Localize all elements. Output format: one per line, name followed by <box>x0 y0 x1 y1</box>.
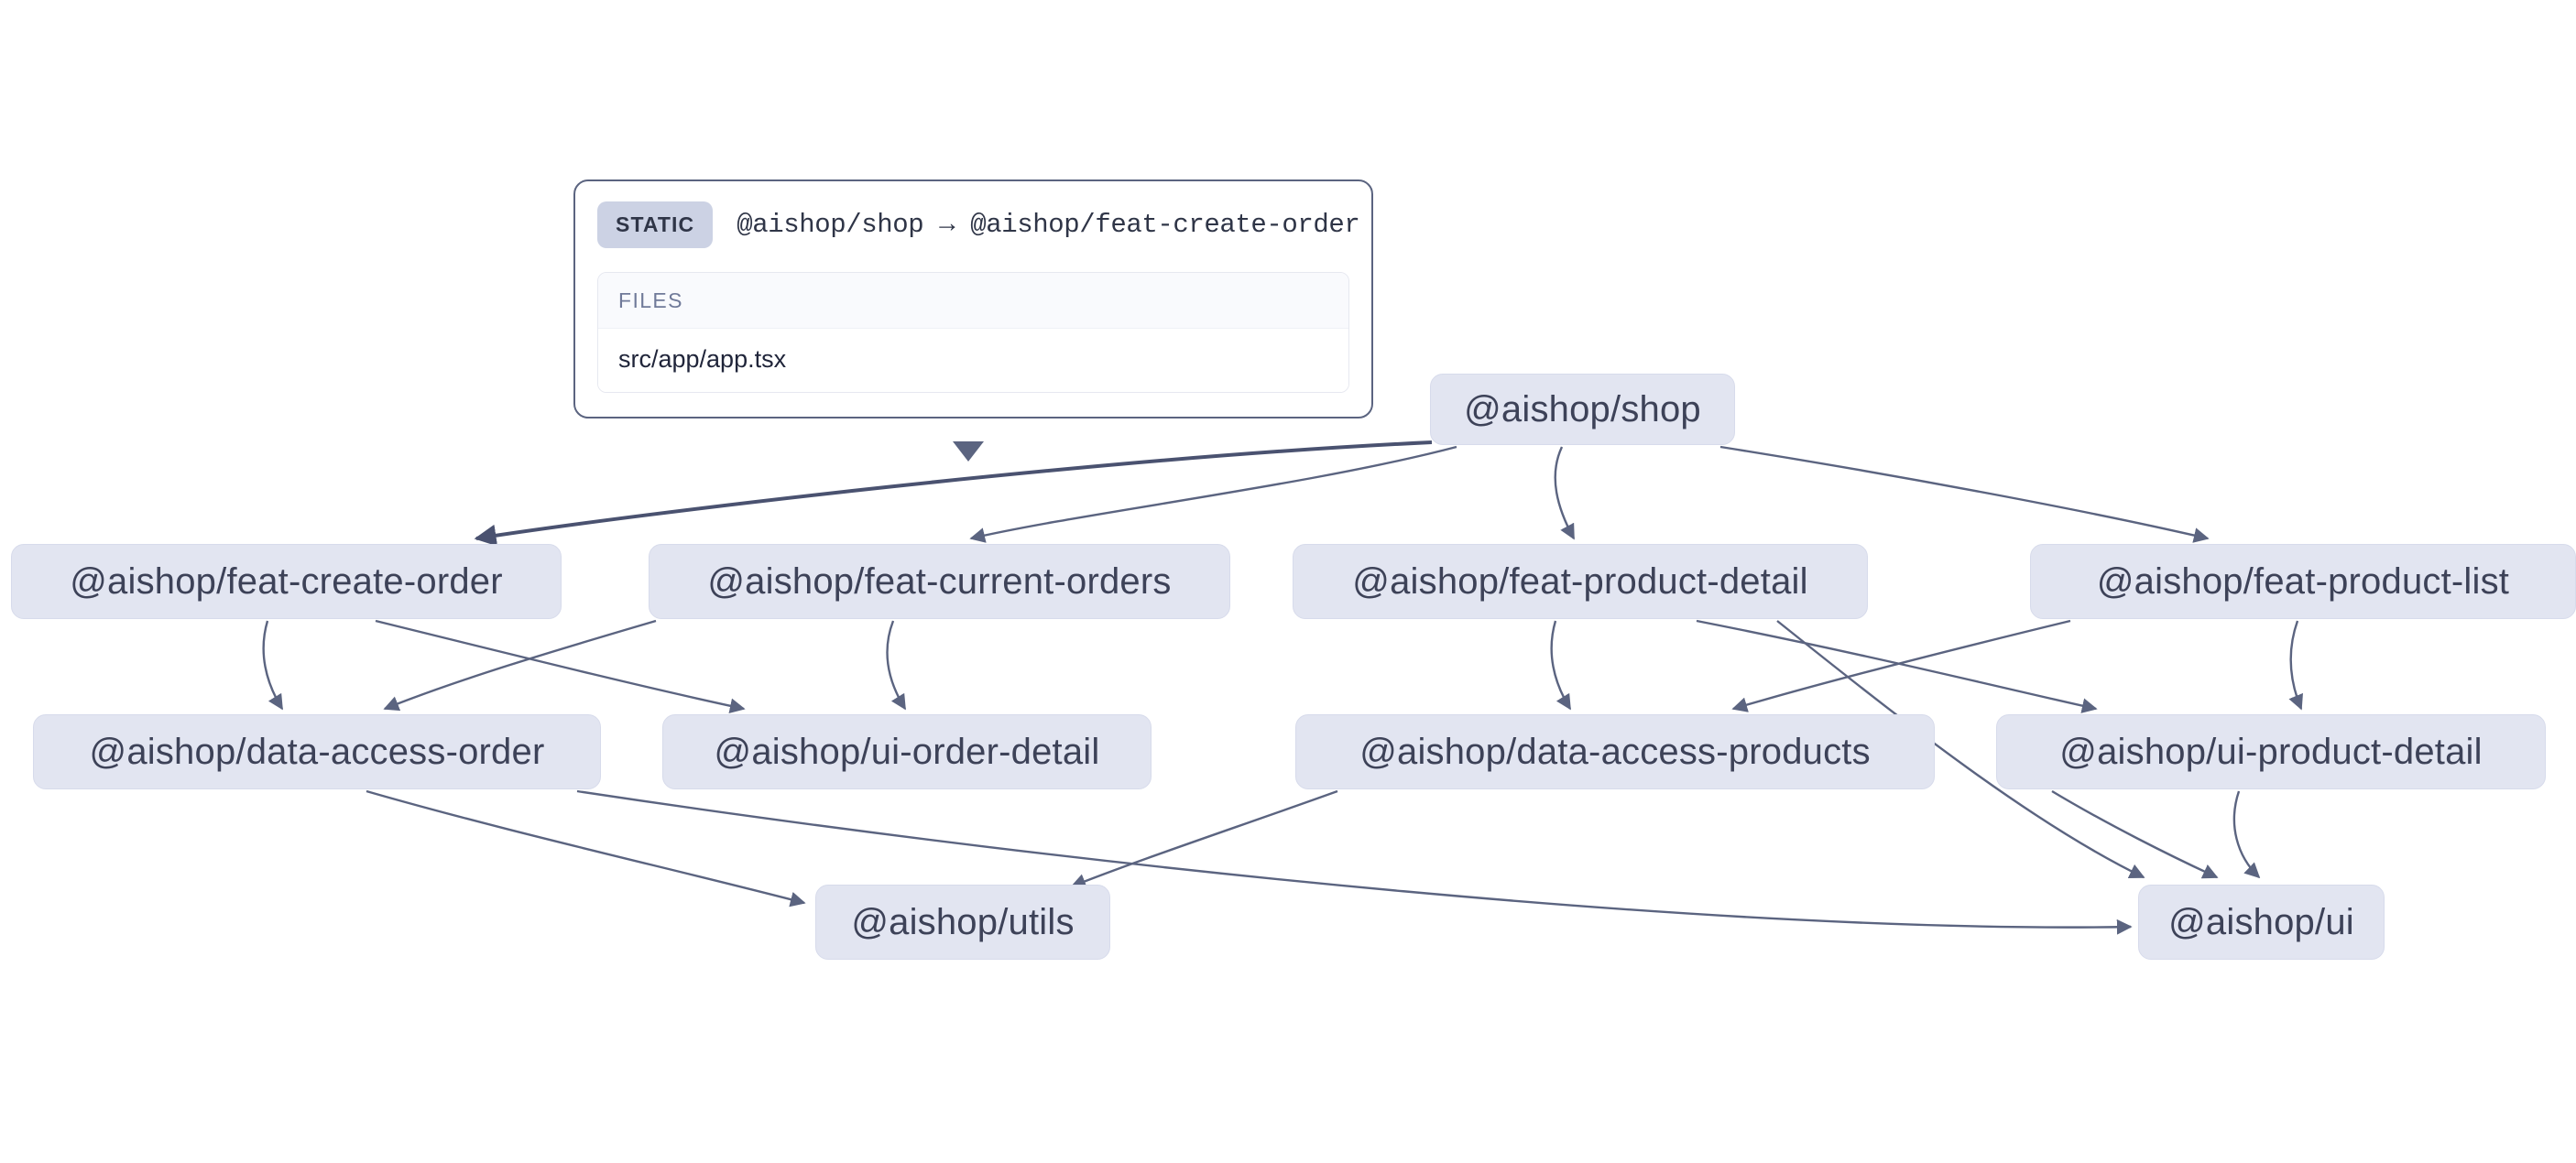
edge-feat-create-order-to-data-access-order <box>262 620 284 711</box>
edge-data-access-order-to-utils <box>366 789 806 908</box>
node-label: @aishop/ui-order-detail <box>714 731 1100 772</box>
edge-ui-product-detail-to-ui-curve <box>2232 790 2261 879</box>
node-label: @aishop/data-access-products <box>1359 731 1871 772</box>
edge-shop-to-feat-current-orders <box>969 445 1457 543</box>
edge-data-access-products-to-utils <box>1070 789 1338 889</box>
graph-node-data-access-products[interactable]: @aishop/data-access-products <box>1295 714 1935 789</box>
graph-node-feat-current-orders[interactable]: @aishop/feat-current-orders <box>649 544 1230 619</box>
files-panel: FILES src/app/app.tsx <box>597 272 1349 393</box>
edge-feat-product-detail-to-data-access-products <box>1550 620 1572 711</box>
node-label: @aishop/feat-product-detail <box>1352 560 1808 602</box>
graph-node-ui[interactable]: @aishop/ui <box>2138 885 2385 960</box>
edge-ui-product-detail-to-ui <box>2051 789 2219 879</box>
edge-feat-product-detail-to-ui-product-detail <box>1696 619 2098 713</box>
edge-feat-product-list-to-data-access-products <box>1731 619 2071 712</box>
node-label: @aishop/data-access-order <box>89 731 545 772</box>
tooltip-header: STATIC @aishop/shop → @aishop/feat-creat… <box>597 201 1360 248</box>
node-label: @aishop/ui <box>2168 901 2354 942</box>
dependency-tooltip-card[interactable]: STATIC @aishop/shop → @aishop/feat-creat… <box>573 179 1373 418</box>
graph-node-ui-order-detail[interactable]: @aishop/ui-order-detail <box>662 714 1152 789</box>
edge-data-access-order-to-ui <box>576 789 2133 935</box>
graph-node-feat-product-detail[interactable]: @aishop/feat-product-detail <box>1293 544 1868 619</box>
edge-feat-product-list-to-ui-product-detail <box>2288 620 2303 711</box>
graph-node-feat-product-list[interactable]: @aishop/feat-product-list <box>2030 544 2576 619</box>
node-label: @aishop/ui-product-detail <box>2059 731 2483 772</box>
dependency-expression: @aishop/shop → @aishop/feat-create-order <box>737 210 1360 240</box>
node-label: @aishop/shop <box>1464 388 1701 429</box>
graph-node-utils[interactable]: @aishop/utils <box>815 885 1110 960</box>
graph-node-feat-create-order[interactable]: @aishop/feat-create-order <box>11 544 562 619</box>
node-label: @aishop/feat-create-order <box>70 560 503 602</box>
edge-feat-create-order-to-ui-order-detail <box>375 619 746 714</box>
edge-feat-current-orders-to-ui-order-detail <box>886 620 907 711</box>
file-list-item[interactable]: src/app/app.tsx <box>598 329 1348 392</box>
edge-shop-to-feat-product-list <box>1719 445 2210 543</box>
node-label: @aishop/feat-current-orders <box>707 560 1172 602</box>
edge-shop-to-feat-product-detail <box>1554 446 1576 540</box>
edge-feat-current-orders-to-data-access-order <box>383 619 657 712</box>
node-label: @aishop/feat-product-list <box>2096 560 2510 602</box>
graph-node-shop[interactable]: @aishop/shop <box>1430 374 1735 445</box>
graph-node-data-access-order[interactable]: @aishop/data-access-order <box>33 714 601 789</box>
node-label: @aishop/utils <box>851 901 1075 942</box>
tooltip-pointer-arrow <box>953 441 984 462</box>
graph-node-ui-product-detail[interactable]: @aishop/ui-product-detail <box>1996 714 2546 789</box>
static-badge: STATIC <box>597 201 714 248</box>
files-section-header: FILES <box>598 273 1348 329</box>
